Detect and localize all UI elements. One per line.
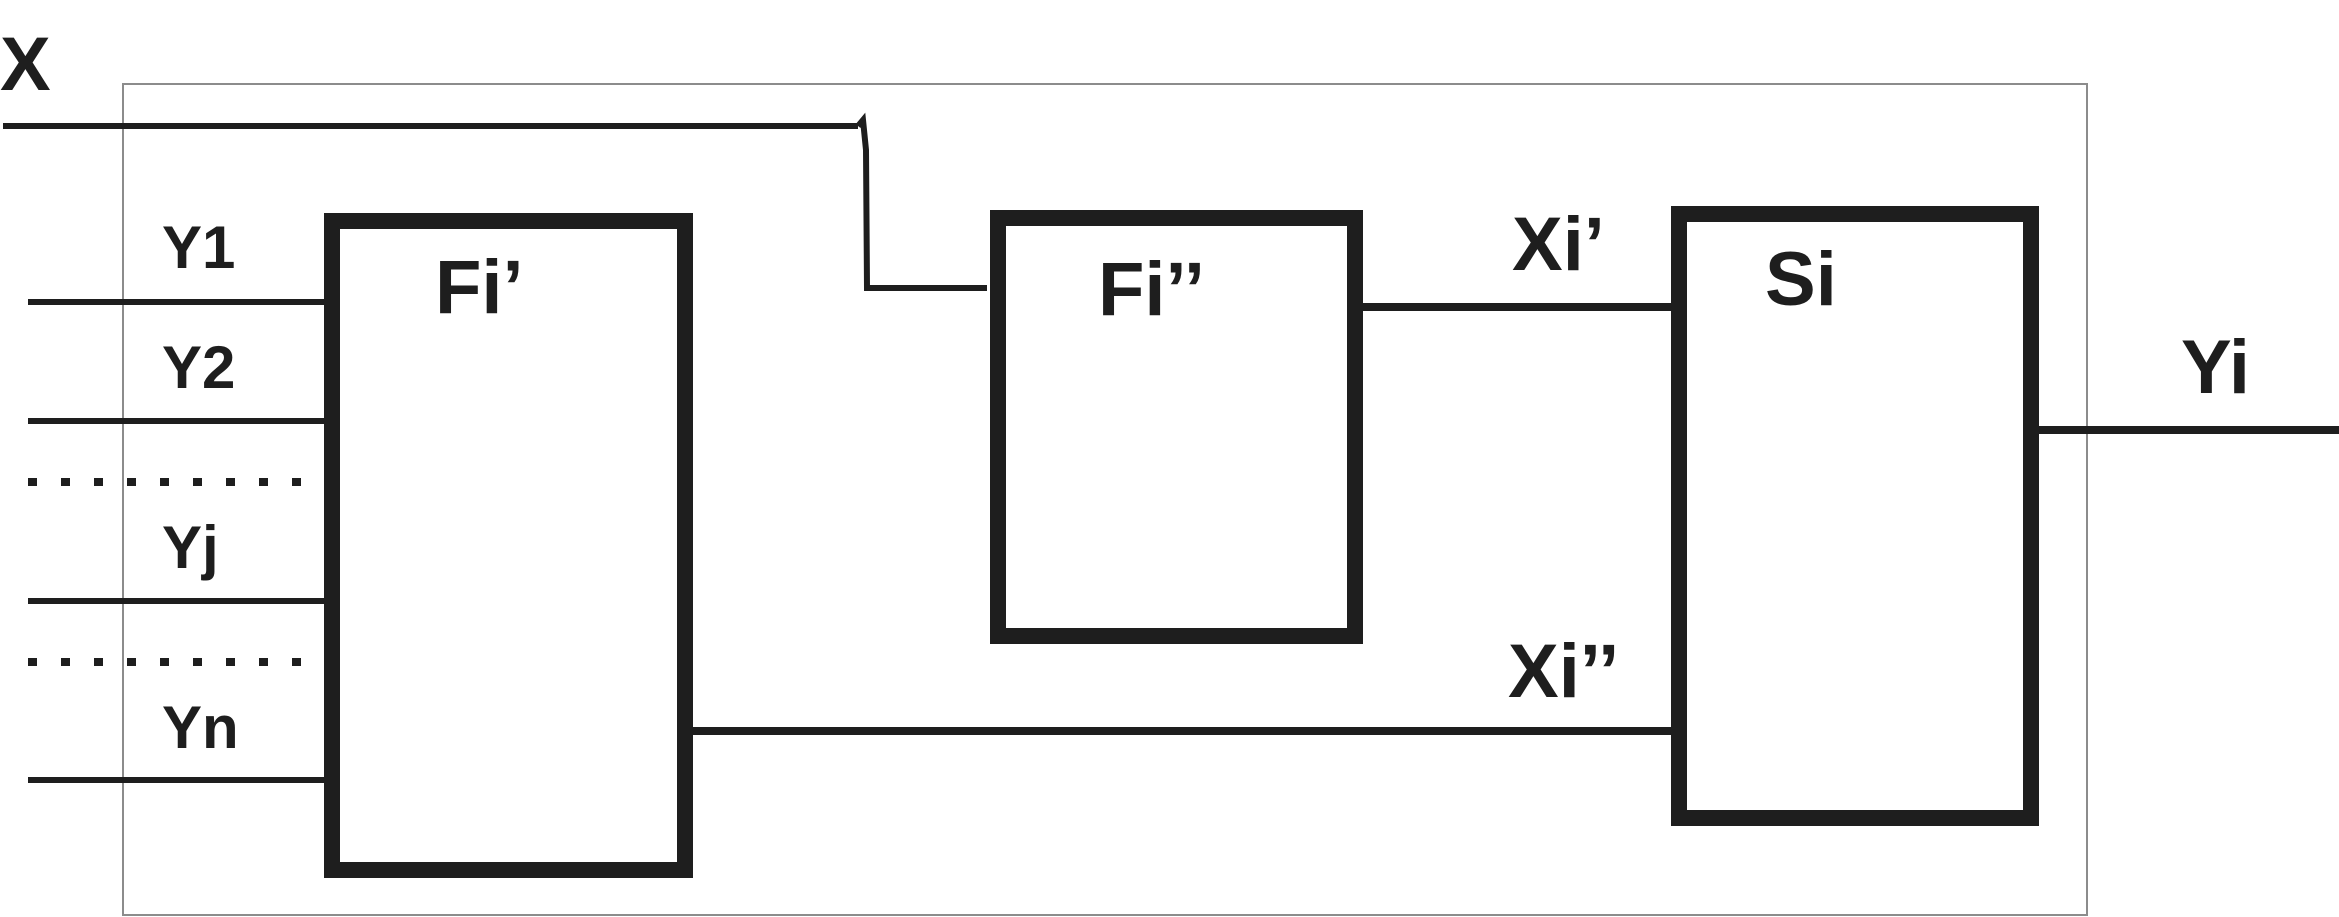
block-fi-prime — [324, 213, 693, 878]
block-fi-double-prime — [990, 210, 1363, 644]
x-to-fi2-connector — [855, 112, 987, 291]
signal-xi-double-prime-label: Xi’’ — [1508, 629, 1619, 714]
signal-xi-prime-label: Xi’ — [1512, 202, 1605, 287]
input-yn-label: Yn — [162, 694, 239, 761]
block-fi-double-prime-label: Fi’’ — [1098, 247, 1205, 332]
output-yi-label: Yi — [2181, 325, 2250, 410]
input-yj-label: Yj — [162, 514, 219, 581]
block-fi-prime-label: Fi’ — [435, 245, 524, 330]
input-y1-label: Y1 — [162, 214, 235, 281]
system-boundary — [122, 83, 2088, 916]
input-x-label: X — [0, 22, 51, 107]
block-si — [1671, 206, 2039, 826]
input-y2-label: Y2 — [162, 334, 235, 401]
block-si-label: Si — [1765, 237, 1837, 322]
